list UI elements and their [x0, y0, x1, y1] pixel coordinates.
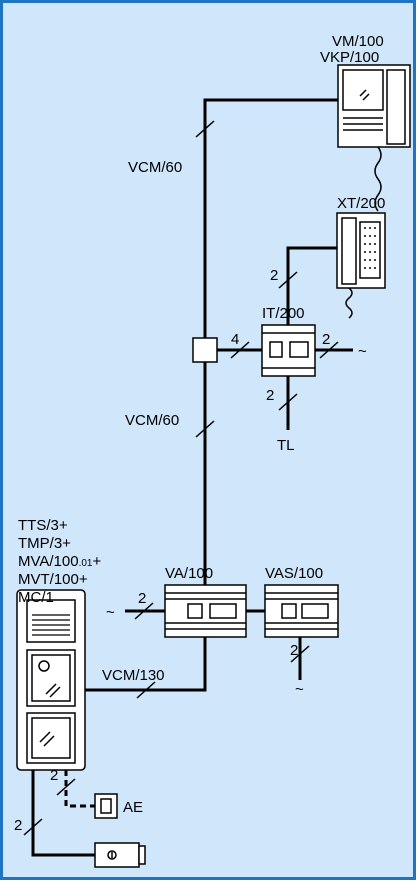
wire-panel-power [31, 770, 95, 857]
va-module-icon [164, 584, 247, 638]
label-vcm130: VCM/130 [102, 667, 165, 684]
label-panel-line-4: MVT/100+ [18, 571, 88, 588]
label-panel-line-3: MVA/100.01+ [18, 553, 102, 570]
label-wire-xt-it: 2 [270, 267, 278, 284]
label-panel-line-1: TTS/3+ [18, 517, 68, 534]
label-vkp: VKP/100 [320, 49, 379, 66]
power-module-icon [94, 842, 146, 868]
ac-symbol-va: ~ [106, 604, 115, 621]
ac-symbol-vas: ~ [295, 681, 304, 698]
label-wire-va-left: 2 [138, 590, 146, 607]
label-wire-panel-bottom: 2 [14, 817, 22, 834]
label-vcm60-top: VCM/60 [128, 159, 182, 176]
vm-monitor-icon [337, 64, 411, 212]
entrance-panel-icon [16, 589, 86, 771]
xt-handset-icon [336, 212, 386, 319]
label-panel-line-3-plus: + [93, 553, 102, 570]
label-panel-line-2: TMP/3+ [18, 535, 71, 552]
ae-device-icon [94, 793, 118, 819]
label-vas: VAS/100 [265, 565, 323, 582]
label-wire-panel-ae: 2 [50, 767, 58, 784]
wire-panel-ae [64, 770, 95, 808]
label-panel-line-3-suffix: .01 [79, 558, 93, 569]
wire-xt-it [286, 246, 337, 325]
label-xt: XT/200 [337, 195, 385, 212]
label-ae: AE [123, 799, 143, 816]
wire-vm-junction [203, 98, 338, 345]
wires [31, 98, 353, 857]
vas-module-icon [264, 584, 339, 638]
label-tl: TL [277, 437, 295, 454]
label-vcm60-mid: VCM/60 [125, 412, 179, 429]
label-vm: VM/100 [332, 33, 384, 50]
label-panel-line-5: MC/1 [18, 589, 54, 606]
label-va: VA/100 [165, 565, 213, 582]
label-wire-it-tl: 2 [266, 387, 274, 404]
label-wire-vas-bottom: 2 [290, 642, 298, 659]
ac-symbol-it: ~ [358, 343, 367, 360]
junction-box [192, 337, 218, 363]
label-panel-line-3-main: MVA/100 [18, 553, 79, 570]
it-module-icon [261, 324, 316, 377]
wire-va-panel [66, 637, 207, 692]
label-wire-junction-it: 4 [231, 331, 239, 348]
label-it: IT/200 [262, 305, 305, 322]
label-wire-it-right: 2 [322, 331, 330, 348]
wire-ticks [23, 120, 339, 836]
